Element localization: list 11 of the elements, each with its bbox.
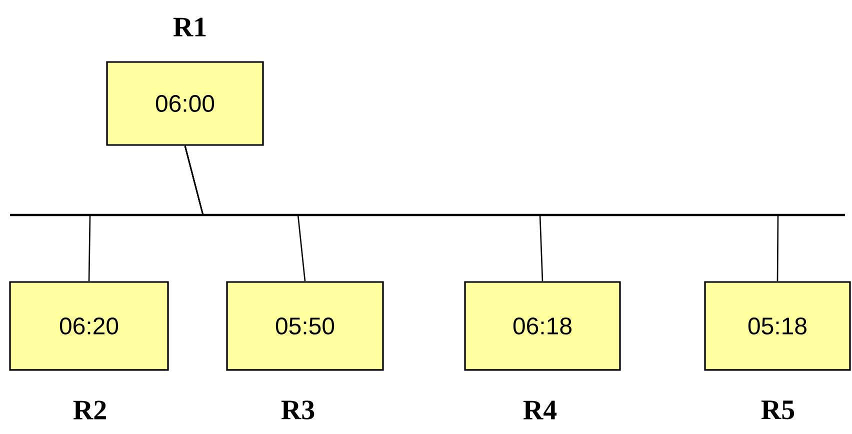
router-box: 06:18 <box>464 281 621 371</box>
router-name: R3 <box>281 400 314 420</box>
router-box: 06:20 <box>9 281 169 371</box>
router-name: R4 <box>523 400 557 420</box>
router-box: 05:50 <box>226 281 384 371</box>
router-box: 06:00 <box>106 61 264 146</box>
router-name: R1 <box>173 18 206 36</box>
router-box: 05:18 <box>704 281 851 371</box>
router-name: R5 <box>761 400 794 420</box>
router-name: R2 <box>73 400 106 420</box>
connector-line <box>184 146 779 282</box>
